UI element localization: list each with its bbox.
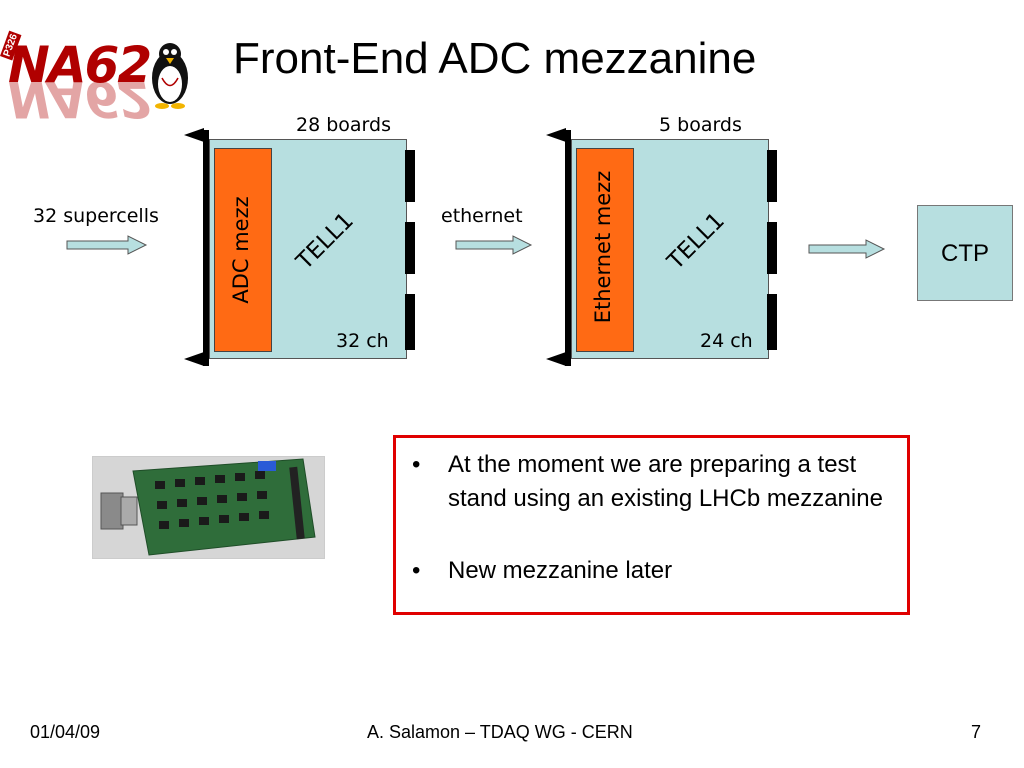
block-diagram: 32 supercells 28 boards ADC mezz TELL1 3… [33, 114, 1013, 366]
ctp-label: CTP [941, 240, 989, 267]
board1-count-label: 28 boards [296, 114, 391, 136]
board2-channels-label: 24 ch [700, 330, 753, 352]
output-arrow-icon [808, 239, 886, 259]
board2-ethernet-mezzanine [576, 148, 634, 352]
link-arrow-icon [455, 235, 533, 255]
bullet-marker: • [412, 451, 421, 478]
board1-bottom-handle-icon [184, 352, 204, 366]
board2-top-handle-icon [546, 128, 566, 142]
board2-bottom-handle-icon [546, 352, 566, 366]
ctp-box [917, 205, 1013, 301]
board1-connector [405, 294, 415, 350]
input-label: 32 supercells [33, 205, 159, 227]
board2-faceplate [565, 130, 571, 366]
bullet-text: At the moment we are preparing a test st… [448, 451, 883, 512]
board1-connector [405, 150, 415, 202]
board2-mezz-label: Ethernet mezz [591, 170, 615, 324]
logo-text: NA62 [8, 36, 152, 94]
na62-logo: NA62 NA62 P326 [0, 18, 210, 128]
board1-adc-mezzanine [214, 148, 272, 352]
board1-connector [405, 222, 415, 274]
board1-mezz-label: ADC mezz [229, 196, 253, 304]
board2-connector [767, 150, 777, 202]
input-arrow-icon [66, 235, 148, 255]
footer-author: A. Salamon – TDAQ WG - CERN [367, 722, 633, 742]
board2-connector [767, 294, 777, 350]
board2-connector [767, 222, 777, 274]
board2-count-label: 5 boards [659, 114, 742, 136]
link-label: ethernet [441, 205, 523, 227]
slide-title: Front-End ADC mezzanine [233, 34, 757, 83]
mezzanine-photo [92, 456, 325, 559]
bullet-marker: • [412, 557, 421, 584]
board1-faceplate [203, 130, 209, 366]
footer-date: 01/04/09 [30, 722, 101, 742]
notes-box: • At the moment we are preparing a test … [393, 435, 910, 615]
page-number: 7 [971, 722, 982, 742]
board1-top-handle-icon [184, 128, 204, 142]
bullet-text: New mezzanine later [448, 557, 673, 584]
penguin-icon [152, 43, 188, 109]
circuit-board-icon [93, 457, 324, 558]
board1-channels-label: 32 ch [336, 330, 389, 352]
